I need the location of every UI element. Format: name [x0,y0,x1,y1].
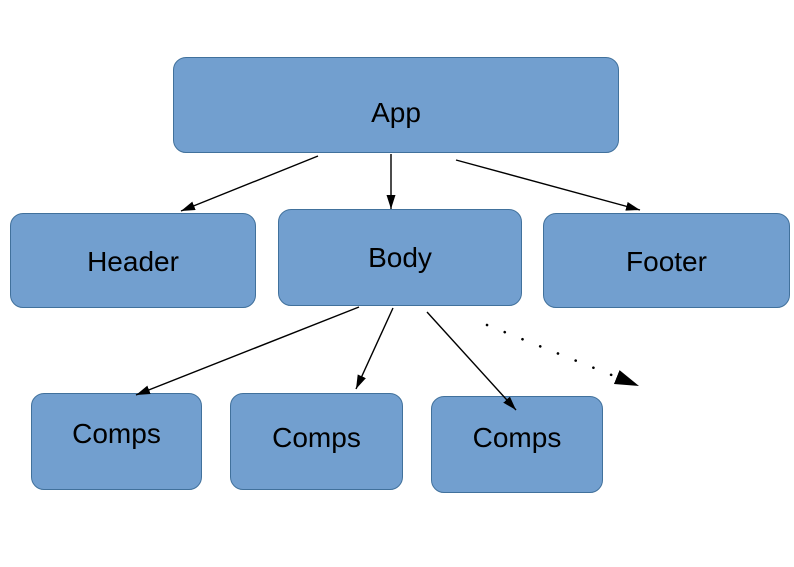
node-comps-3-label: Comps [472,421,562,453]
edge-app-footer [455,159,641,211]
edge-body-comps-1 [135,306,360,396]
node-comps-1: Comps [31,393,202,490]
node-comps-2-label: Comps [272,421,361,453]
node-header-label: Header [87,245,179,277]
node-app: App [173,57,619,153]
edge-body-comps-2 [355,307,394,390]
node-comps-3: Comps [431,396,603,493]
edge-body-more-dotted [485,323,641,388]
node-comps-1-label: Comps [72,417,161,449]
node-body: Body [278,209,522,306]
node-body-label: Body [368,241,432,273]
node-app-label: App [371,97,421,128]
edge-app-header [180,155,319,212]
node-header: Header [10,213,256,308]
node-comps-2: Comps [230,393,403,490]
node-footer-label: Footer [626,245,707,277]
node-footer: Footer [543,213,790,308]
